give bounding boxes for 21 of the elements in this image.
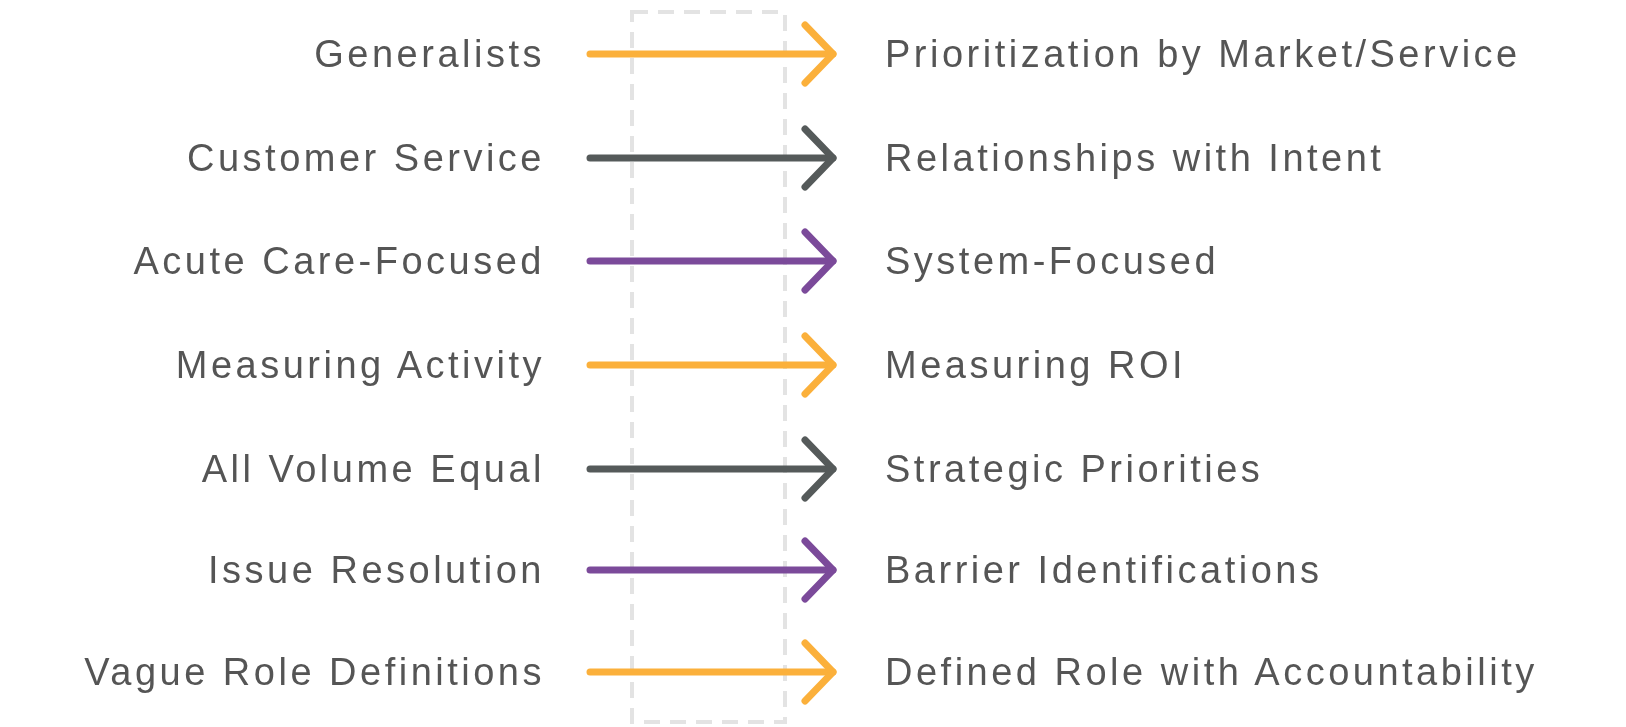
arrow (586, 21, 837, 87)
arrow (586, 639, 837, 705)
node-label: Relationships with Intent (885, 135, 1385, 181)
node-label: System-Focused (885, 238, 1220, 284)
arrow (586, 436, 837, 502)
node-label: Barrier Identifications (885, 547, 1323, 593)
arrow (586, 537, 837, 603)
node-label: Acute Care-Focused (133, 238, 545, 284)
arrow (586, 332, 837, 398)
node-label: Measuring ROI (885, 342, 1187, 388)
node-label: Defined Role with Accountability (885, 649, 1538, 695)
node-label: Prioritization by Market/Service (885, 31, 1521, 77)
arrow (586, 228, 837, 294)
node-label: Generalists (314, 31, 545, 77)
node-label: Vague Role Definitions (84, 649, 545, 695)
node-label: All Volume Equal (201, 446, 545, 492)
node-label: Issue Resolution (208, 547, 545, 593)
node-label: Customer Service (187, 135, 545, 181)
arrow (586, 125, 837, 191)
node-label: Measuring Activity (175, 342, 545, 388)
node-label: Strategic Priorities (885, 446, 1264, 492)
